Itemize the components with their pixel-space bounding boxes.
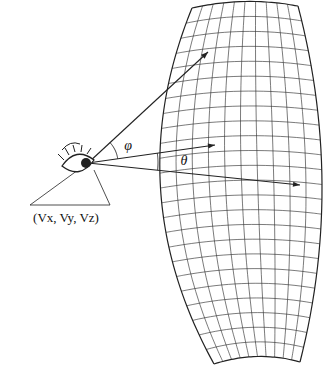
view-ray (88, 52, 208, 163)
grid-line (193, 313, 310, 321)
angle-arc (110, 143, 118, 159)
arrowhead (293, 182, 300, 187)
grid-line (169, 239, 320, 247)
grid-line (206, 342, 303, 350)
view-ray (88, 145, 215, 163)
grid-line (266, 2, 275, 357)
angle-label: θ (181, 154, 188, 168)
grid-line (199, 327, 307, 335)
grid-line (208, 3, 240, 358)
eye-symbol (30, 143, 110, 205)
grid-line (166, 224, 321, 232)
curved-surface-grid (160, 1, 322, 364)
arrowhead (201, 52, 208, 59)
arrowhead (208, 143, 215, 148)
grid-line (172, 254, 318, 262)
grid-line (164, 210, 322, 218)
grid-line (298, 6, 322, 362)
grid-line (214, 356, 300, 364)
grid-line (287, 4, 306, 360)
grid-line (162, 195, 322, 203)
grid-line (277, 3, 290, 358)
viewpoint-coordinates: (Vx, Vy, Vz) (33, 211, 99, 224)
grid-line (255, 2, 266, 357)
view-ray (88, 163, 300, 185)
grid-line (177, 269, 317, 277)
view-rays (88, 52, 300, 187)
grid-line (181, 283, 314, 291)
angle-arc (157, 153, 159, 170)
grid-line (176, 6, 223, 362)
grid-line (187, 298, 313, 306)
angle-label: φ (124, 139, 132, 153)
